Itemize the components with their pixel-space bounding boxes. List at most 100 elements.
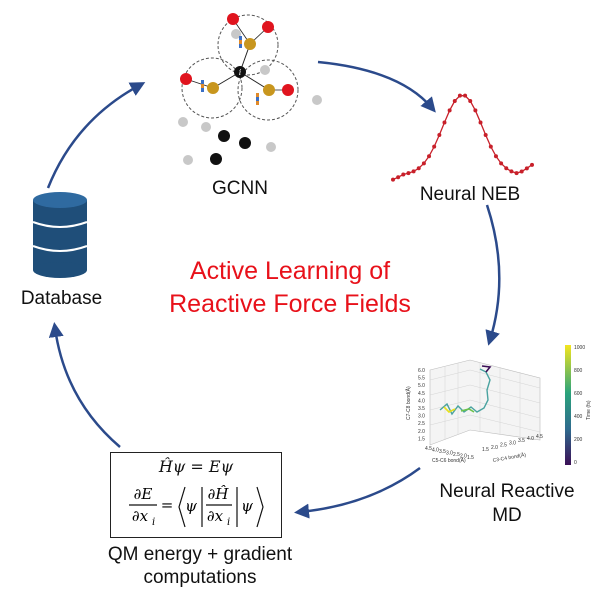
z-tick-label: 2.5 [418, 421, 425, 427]
qm-label-line1: QM energy + gradient [107, 544, 293, 565]
z-tick-label: 3.0 [418, 414, 425, 420]
atom-center [234, 66, 246, 78]
neb-image-point [396, 175, 401, 180]
z-tick-label: 6.0 [418, 368, 425, 374]
gcnn-label: GCNN [212, 178, 268, 199]
rhs-denominator: ∂x [207, 507, 224, 525]
qm-label-line2: computations [143, 567, 257, 588]
neb-image-point [437, 133, 442, 138]
atom-black [218, 130, 230, 142]
neb-image-point [406, 171, 411, 176]
colorbar-tick-label: 400 [574, 414, 583, 420]
atom-grey [312, 95, 322, 105]
y-tick-label: 3.5 [518, 438, 525, 444]
md-label-line2: MD [492, 505, 522, 526]
svg-text:i: i [239, 68, 242, 77]
neb-image-point [493, 154, 498, 159]
x-tick-label: 3.5 [439, 449, 446, 455]
atom-grey [201, 122, 211, 132]
neb-image-point [457, 93, 462, 98]
y-tick-label: 3.0 [509, 440, 516, 446]
arrow-db-to-gcnn [46, 82, 146, 189]
neb-image-point [452, 98, 457, 103]
neb-image-point [509, 169, 514, 174]
arrow-qm-to-db [48, 322, 121, 448]
colorbar-tick-label: 800 [574, 368, 583, 374]
y-tick-label: 4.0 [527, 436, 534, 442]
z-tick-label: 5.5 [418, 376, 425, 382]
y-tick-label: 1.5 [482, 447, 489, 453]
z-tick-label: 4.0 [418, 398, 425, 404]
atom-grey [231, 29, 241, 39]
lhs-subscript: i [152, 517, 155, 528]
bra-psi: ψ [185, 497, 197, 515]
arrow-md-to-qm [294, 466, 421, 519]
atom-red [282, 84, 294, 96]
md-label-line1: Neural Reactive [439, 481, 575, 502]
arrow-neb-to-md [485, 204, 501, 346]
colorbar-label: Time (fs) [586, 400, 592, 420]
z-tick-label: 1.5 [418, 436, 425, 442]
neb-image-point [473, 108, 478, 113]
colorbar [565, 345, 571, 465]
lhs-numerator: ∂E [134, 485, 153, 503]
central-title: Active Learning of Reactive Force Fields [130, 255, 450, 321]
y-tick-label: 4.5 [536, 434, 543, 440]
x-tick-label: 4.0 [432, 448, 439, 454]
database-label: Database [20, 288, 103, 309]
neb-image-point [447, 108, 452, 113]
neb-image-point [504, 166, 509, 171]
atom-grey [260, 65, 270, 75]
z-tick-label: 2.0 [418, 429, 425, 435]
equals-sign: = [161, 496, 174, 514]
colorbar-tick-label: 600 [574, 391, 583, 397]
neb-image-point [483, 133, 488, 138]
atom-gold [244, 38, 256, 50]
gcnn-graph: i [178, 13, 322, 165]
neb-image-point [463, 93, 468, 98]
neb-image-point [427, 154, 432, 159]
qm-equation-box: Ĥψ = Eψ ∂E ∂x i = ψ ∂Ĥ ∂x i ψ [110, 452, 282, 538]
neb-path-line [392, 95, 533, 181]
x-tick-label: 2.0 [460, 454, 467, 460]
atom-red [227, 13, 239, 25]
neb-image-point [478, 120, 483, 125]
lhs-denominator: ∂x [132, 507, 149, 525]
neb-image-point [499, 161, 504, 166]
x-tick-label: 4.5 [425, 446, 432, 452]
x-tick-label: 2.5 [453, 452, 460, 458]
colorbar-tick-label: 0 [574, 460, 577, 466]
neb-image-point [468, 98, 473, 103]
x-axis-label: C5-C6 bond(Å) [432, 457, 466, 464]
central-title-line2: Reactive Force Fields [169, 290, 411, 318]
neb-image-point [524, 166, 529, 171]
y-tick-label: 2.5 [500, 443, 507, 449]
z-tick-label: 4.5 [418, 391, 425, 397]
neb-energy-curve [391, 93, 534, 182]
atom-red [262, 21, 274, 33]
z-tick-label: 3.5 [418, 406, 425, 412]
atom-black [210, 153, 222, 165]
atom-grey [183, 155, 193, 165]
neb-image-point [391, 177, 395, 182]
atom-grey [266, 142, 276, 152]
atom-gold [207, 82, 219, 94]
gradient-equation: ∂E ∂x i = ψ ∂Ĥ ∂x i ψ [129, 485, 264, 528]
x-tick-label: 1.5 [467, 455, 474, 461]
z-axis-label: C7-C8 bond(Å) [405, 386, 412, 420]
atom-red [180, 73, 192, 85]
neb-image-point [488, 144, 493, 149]
neb-image-point [432, 144, 437, 149]
y-tick-label: 2.0 [491, 445, 498, 451]
colorbar-tick-label: 1000 [574, 345, 585, 351]
neb-image-point [421, 161, 426, 166]
y-axis-label: C3-C4 bond(Å) [492, 451, 527, 464]
neb-image-point [514, 171, 519, 176]
neb-image-point [411, 169, 416, 174]
colorbar-tick-label: 200 [574, 437, 583, 443]
rhs-subscript: i [227, 517, 230, 528]
atom-black [239, 137, 251, 149]
x-tick-label: 3.0 [446, 451, 453, 457]
